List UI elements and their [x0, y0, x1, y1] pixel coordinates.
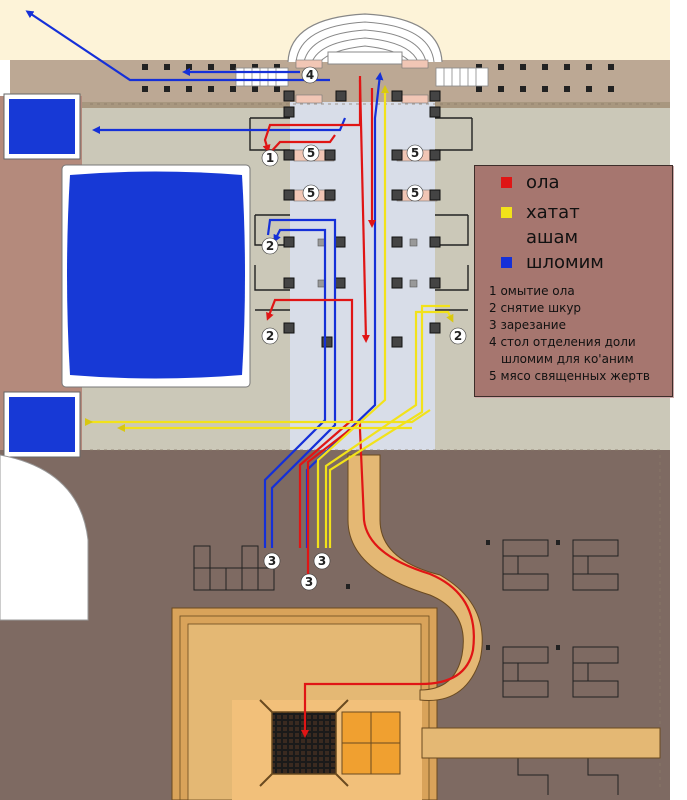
marker-3-left: 3 [268, 554, 276, 568]
legend-item-asham: ашам [526, 227, 578, 248]
legend-note-5: 5 мясо священных жертв [489, 369, 651, 383]
marker-2-lower-left: 2 [266, 329, 274, 343]
marker-circles [261, 66, 467, 591]
marker-1: 1 [266, 151, 274, 165]
legend-item-hatat: хатат [501, 202, 580, 223]
laver-bottom [9, 397, 75, 452]
legend-label-ola: ола [526, 172, 560, 193]
legend-note-2: 2 снятие шкур [489, 301, 582, 315]
marker-2-upper: 2 [266, 239, 274, 253]
legend-swatch-ola [501, 177, 512, 188]
marker-5-b: 5 [307, 186, 315, 200]
marker-3-bottom: 3 [305, 575, 313, 589]
marker-5-c: 5 [411, 146, 419, 160]
legend-note-3: 3 зарезание [489, 318, 566, 332]
legend-label-asham: ашам [526, 227, 579, 248]
legend-item-ola: ола [501, 172, 560, 193]
altar [171, 607, 438, 800]
legend: ола хатат ашам шломим 1 омытие ола 2 сня… [474, 165, 673, 397]
legend-note-4: 4 стол отделения доли [489, 335, 636, 349]
legend-swatch-shlomim [501, 257, 512, 268]
marker-3-right: 3 [318, 554, 326, 568]
marker-5-d: 5 [411, 186, 419, 200]
legend-label-hatat: хатат [526, 202, 580, 223]
pillars [283, 90, 441, 348]
legend-swatch-hatat [501, 207, 512, 218]
arched-stairs [287, 13, 443, 65]
slaughter-hooks [249, 117, 473, 311]
legend-label-shlomim: шломим [526, 252, 604, 273]
marker-5-a: 5 [307, 146, 315, 160]
sea-basin [67, 171, 245, 379]
legend-item-shlomim: шломим [501, 252, 604, 273]
route-hatat-asham [85, 85, 454, 548]
slaughter-rings-left [193, 545, 275, 591]
legend-note-1: 1 омытие ола [489, 284, 575, 298]
marker-2-lower-right: 2 [454, 329, 462, 343]
route-ola [262, 76, 475, 738]
legend-note-4-cont: шломим для ко'аним [501, 352, 634, 366]
colonnade-dots [142, 64, 614, 92]
marker-4: 4 [306, 68, 314, 82]
laver-top [9, 99, 75, 154]
altar-ramp [347, 454, 661, 759]
